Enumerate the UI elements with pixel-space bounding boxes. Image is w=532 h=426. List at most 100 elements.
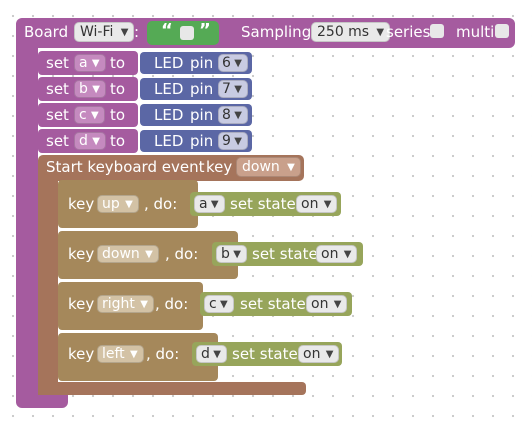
board-block-footer bbox=[16, 394, 68, 408]
set-label: set bbox=[46, 54, 69, 72]
chevron-down-icon: ▼ bbox=[234, 84, 242, 95]
key-value: left bbox=[102, 346, 125, 362]
key-label: key bbox=[68, 295, 95, 313]
led-label: LED bbox=[154, 132, 184, 150]
state-variable-dropdown[interactable]: b▼ bbox=[216, 245, 247, 263]
pin-dropdown[interactable]: 7▼ bbox=[218, 80, 248, 98]
state-value: on bbox=[303, 346, 321, 362]
chevron-down-icon: ▼ bbox=[323, 199, 332, 210]
chevron-down-icon: ▼ bbox=[120, 27, 129, 38]
keyboard-key-value: down bbox=[242, 159, 280, 175]
set-state-label: set state bbox=[240, 295, 306, 313]
do-label: , do: bbox=[165, 245, 199, 263]
chevron-down-icon: ▼ bbox=[234, 110, 242, 121]
state-value: on bbox=[301, 196, 319, 212]
state-dropdown[interactable]: on ▼ bbox=[298, 345, 340, 363]
state-variable-value: b bbox=[221, 246, 230, 262]
state-value: on bbox=[321, 246, 339, 262]
led-label: LED bbox=[154, 106, 184, 124]
chevron-down-icon: ▼ bbox=[91, 110, 99, 121]
state-value: on bbox=[311, 296, 329, 312]
keyboard-event-label: Start keyboard event bbox=[46, 158, 205, 176]
chevron-down-icon: ▼ bbox=[343, 249, 352, 260]
variable-dropdown[interactable]: b▼ bbox=[74, 80, 106, 98]
led-label: LED bbox=[154, 80, 184, 98]
state-dropdown[interactable]: on ▼ bbox=[306, 295, 348, 313]
do-label: , do: bbox=[144, 195, 178, 213]
keyboard-key-dropdown[interactable]: down ▼ bbox=[236, 157, 301, 177]
text-input-field[interactable] bbox=[180, 26, 194, 40]
series-label: series bbox=[386, 23, 431, 41]
pin-label: pin bbox=[190, 54, 214, 72]
chevron-down-icon: ▼ bbox=[234, 136, 242, 147]
pin-value: 7 bbox=[222, 81, 231, 97]
chevron-down-icon: ▼ bbox=[376, 27, 385, 38]
to-label: to bbox=[110, 132, 126, 150]
state-variable-dropdown[interactable]: a▼ bbox=[194, 195, 225, 213]
set-label: set bbox=[46, 132, 69, 150]
board-block-spine bbox=[16, 40, 38, 406]
key-label: key bbox=[68, 245, 95, 263]
chevron-down-icon: ▼ bbox=[92, 84, 100, 95]
chevron-down-icon: ▼ bbox=[145, 249, 153, 260]
key-dropdown[interactable]: right ▼ bbox=[97, 295, 154, 313]
quote-open-icon: “ bbox=[161, 20, 173, 41]
chevron-down-icon: ▼ bbox=[129, 349, 138, 360]
key-label: key bbox=[68, 195, 95, 213]
led-label: LED bbox=[154, 54, 184, 72]
to-label: to bbox=[110, 80, 126, 98]
state-variable-value: d bbox=[201, 346, 210, 362]
pin-label: pin bbox=[190, 106, 214, 124]
key-dropdown[interactable]: up▼ bbox=[97, 195, 139, 213]
keyboard-event-spine bbox=[38, 175, 58, 395]
pin-value: 6 bbox=[222, 55, 231, 71]
to-label: to bbox=[110, 106, 126, 124]
chevron-down-icon: ▼ bbox=[92, 136, 100, 147]
chevron-down-icon: ▼ bbox=[287, 162, 295, 173]
sampling-dropdown[interactable]: 250 ms▼ bbox=[311, 22, 391, 42]
board-colon: : bbox=[134, 23, 140, 41]
chevron-down-icon: ▼ bbox=[325, 349, 334, 360]
key-value: up bbox=[102, 196, 120, 212]
set-label: set bbox=[46, 106, 69, 124]
pin-value: 8 bbox=[222, 107, 231, 123]
variable-dropdown[interactable]: d▼ bbox=[74, 132, 106, 150]
pin-label: pin bbox=[190, 132, 214, 150]
set-state-label: set state bbox=[230, 195, 296, 213]
variable-value: d bbox=[79, 133, 88, 149]
series-checkbox[interactable] bbox=[430, 24, 444, 38]
chevron-down-icon: ▼ bbox=[140, 299, 148, 310]
state-variable-dropdown[interactable]: d▼ bbox=[196, 345, 227, 363]
pin-dropdown[interactable]: 8▼ bbox=[218, 106, 248, 124]
keyboard-event-footer bbox=[38, 382, 306, 395]
chevron-down-icon: ▼ bbox=[213, 349, 221, 360]
state-dropdown[interactable]: on ▼ bbox=[316, 245, 358, 263]
board-type-dropdown[interactable]: Wi-Fi ▼ bbox=[74, 22, 135, 42]
key-label: key bbox=[68, 345, 95, 363]
variable-value: c bbox=[79, 107, 87, 123]
quote-close-icon: ” bbox=[199, 20, 211, 41]
key-value: right bbox=[102, 296, 135, 312]
chevron-down-icon: ▼ bbox=[333, 299, 342, 310]
state-variable-dropdown[interactable]: c▼ bbox=[204, 295, 234, 313]
board-label: Board bbox=[24, 23, 69, 41]
chevron-down-icon: ▼ bbox=[234, 58, 242, 69]
pin-value: 9 bbox=[222, 133, 231, 149]
do-label: , do: bbox=[155, 295, 189, 313]
state-variable-value: a bbox=[199, 196, 208, 212]
multi-checkbox[interactable] bbox=[495, 24, 509, 38]
keyboard-key-label: key bbox=[206, 158, 233, 176]
sampling-label: Sampling bbox=[241, 23, 312, 41]
key-dropdown[interactable]: left ▼ bbox=[97, 345, 144, 363]
pin-dropdown[interactable]: 6▼ bbox=[218, 54, 248, 72]
multi-label: multi bbox=[456, 23, 495, 41]
variable-dropdown[interactable]: a▼ bbox=[74, 54, 106, 72]
variable-dropdown[interactable]: c▼ bbox=[74, 106, 105, 124]
to-label: to bbox=[110, 54, 126, 72]
set-state-label: set state bbox=[232, 345, 298, 363]
state-dropdown[interactable]: on ▼ bbox=[296, 195, 338, 213]
key-dropdown[interactable]: down▼ bbox=[97, 245, 159, 263]
state-variable-value: c bbox=[209, 296, 217, 312]
pin-dropdown[interactable]: 9▼ bbox=[218, 132, 248, 150]
board-type-value: Wi-Fi bbox=[80, 24, 114, 40]
